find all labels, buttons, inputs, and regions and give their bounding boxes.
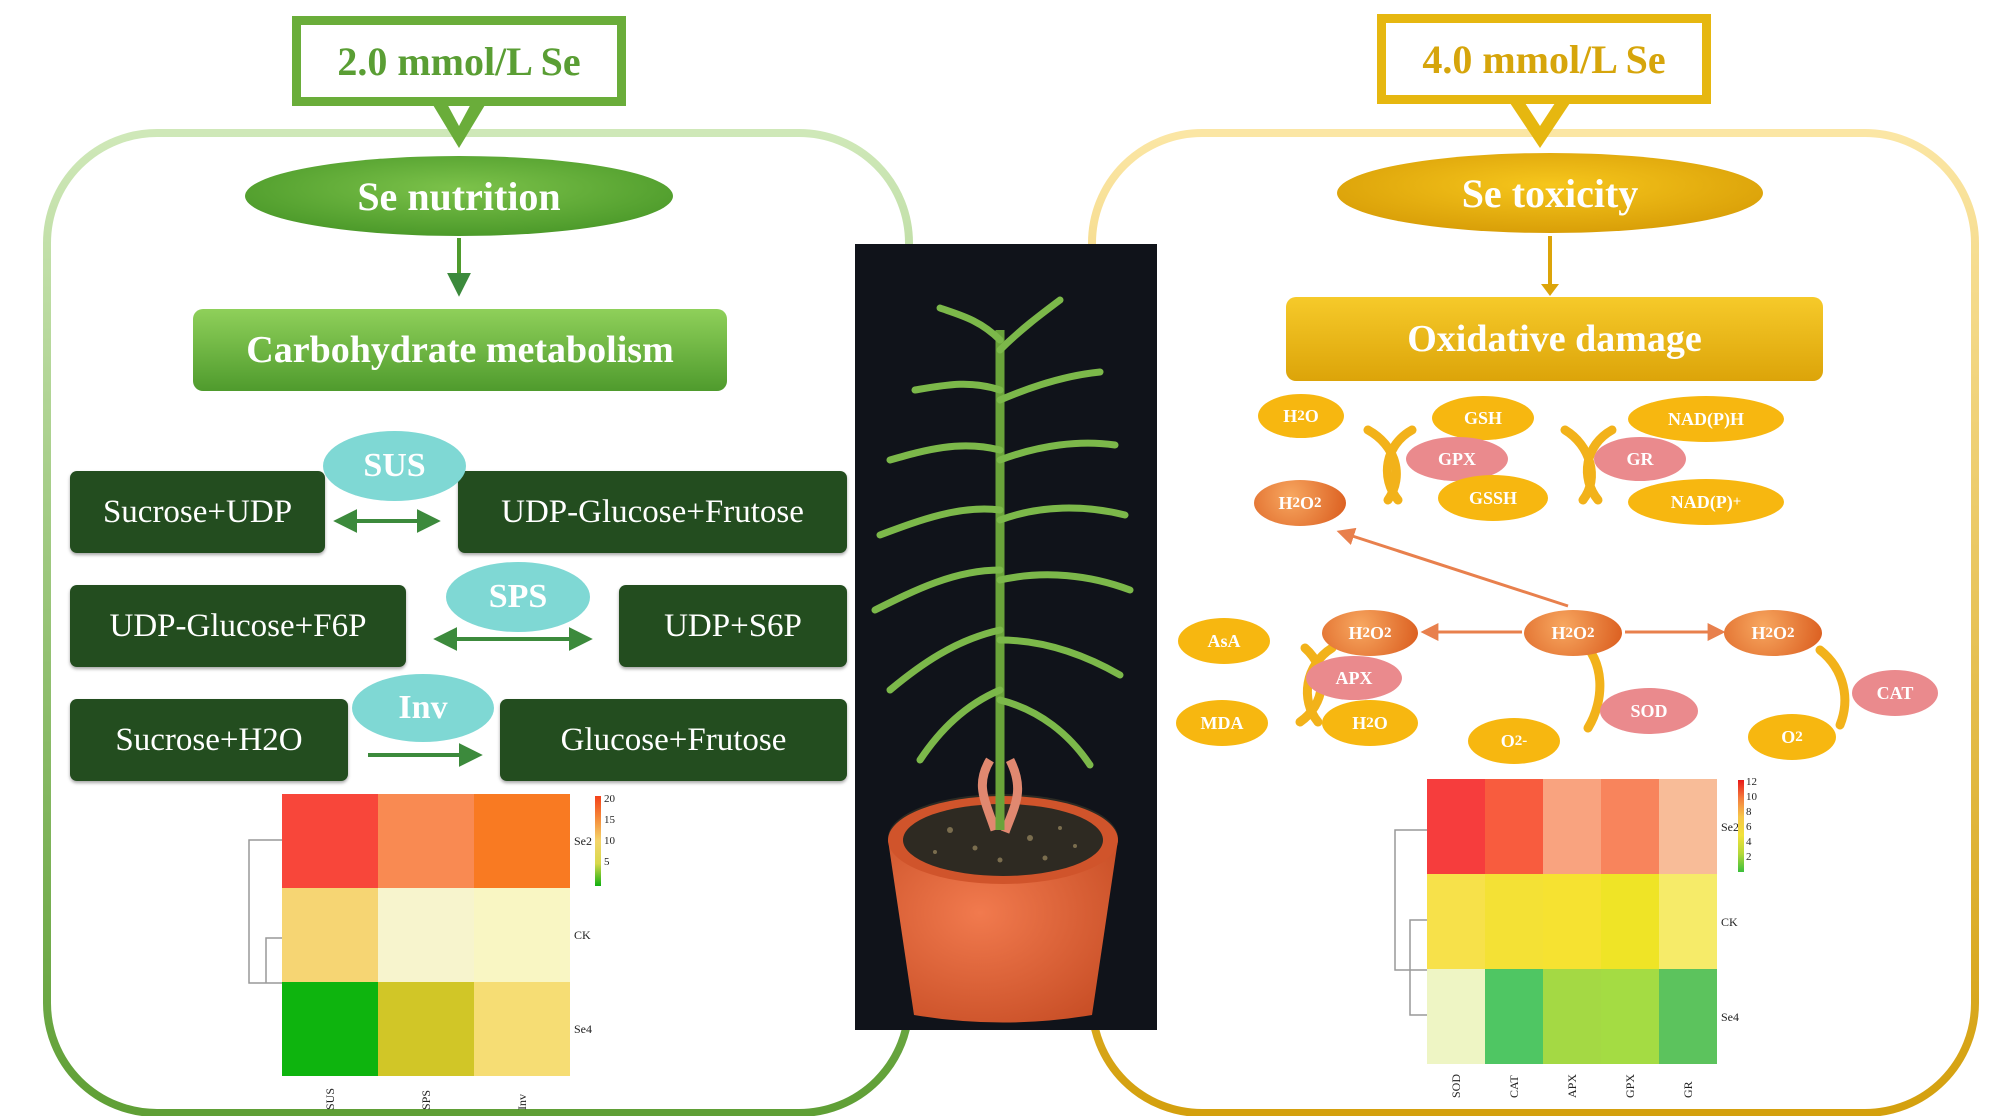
cat-enzyme-node: CAT: [1852, 670, 1938, 716]
nadp-node: NAD(P)+: [1628, 479, 1784, 525]
right-heatmap-cell: [1659, 874, 1717, 969]
plant-illustration: [871, 296, 1134, 1023]
right-heatmap-legend-tick: 12: [1746, 776, 1757, 788]
right-heatmap-cell: [1427, 874, 1485, 969]
gsh-node: GSH: [1432, 396, 1534, 440]
right-heatmap-row-label: Se4: [1721, 1009, 1739, 1024]
right-heatmap-row-label: CK: [1721, 914, 1738, 929]
left-dose-label: 2.0 mmol/L Se: [337, 38, 581, 84]
left-heatmap-cell: [282, 888, 378, 982]
se-toxicity-label: Se toxicity: [1461, 170, 1639, 216]
right-heatmap-cell: [1659, 969, 1717, 1064]
carbohydrate-metabolism-label: Carbohydrate metabolism: [246, 329, 674, 371]
right-heatmap-legend-tick: 2: [1746, 851, 1752, 863]
left-heatmap-legend-tick: 10: [604, 835, 615, 847]
gr-enzyme-node: GR: [1594, 437, 1686, 481]
right-heatmap-legend-tick: 4: [1746, 836, 1752, 848]
right-heatmap-cell: [1427, 779, 1485, 874]
sps-product-box: UDP+S6P: [619, 585, 847, 667]
sus-substrate-box: Sucrose+UDP: [70, 471, 325, 553]
left-dose-box: 2.0 mmol/L Se: [292, 16, 626, 106]
left-heatmap-legend-ticks: 20 15 10 5: [604, 793, 634, 883]
right-dose-box: 4.0 mmol/L Se: [1377, 14, 1711, 104]
left-heatmap-cell: [474, 888, 570, 982]
right-heatmap-legend-tick: 8: [1746, 806, 1752, 818]
left-heatmap-column-label: SUS: [323, 1087, 337, 1110]
left-heatmap-row-label: CK: [574, 928, 591, 942]
left-heatmap-cell: [282, 794, 378, 888]
right-heatmap-legend: [1738, 780, 1744, 872]
right-dose-label: 4.0 mmol/L Se: [1422, 36, 1666, 82]
right-heatmap-cell: [1543, 969, 1601, 1064]
left-heatmap-cell: [474, 982, 570, 1076]
right-heatmap-cell: [1601, 874, 1659, 969]
right-heatmap-cell: [1543, 779, 1601, 874]
oxidative-damage-label: Oxidative damage: [1407, 318, 1702, 360]
right-heatmap-legend-ticks: 12 10 8 6 4 2: [1746, 776, 1776, 872]
inv-product-box: Glucose+Frutose: [500, 699, 847, 781]
right-heatmap-row-label: Se2: [1721, 819, 1739, 834]
left-heatmap-legend: [595, 796, 601, 886]
right-heatmap-legend-tick: 6: [1746, 821, 1752, 833]
right-heatmap-cell: [1485, 969, 1543, 1064]
right-heatmap-cell: [1659, 779, 1717, 874]
right-heatmap-column-label: CAT: [1507, 1075, 1521, 1098]
right-heatmap-cell: [1601, 969, 1659, 1064]
left-heatmap-cell: [378, 794, 474, 888]
right-heatmap-column-label: APX: [1565, 1073, 1579, 1098]
mda-node: MDA: [1176, 700, 1268, 746]
left-heatmap-row-label: Se2: [574, 834, 592, 848]
nadph-node: NAD(P)H: [1628, 396, 1784, 442]
left-heatmap-cell: [378, 888, 474, 982]
left-heatmap-cell: [282, 982, 378, 1076]
inv-substrate-box: Sucrose+H2O: [70, 699, 348, 781]
left-heatmap-legend-tick: 15: [604, 814, 615, 826]
sod-enzyme-node: SOD: [1600, 688, 1698, 734]
left-heatmap-column-label: SPS: [419, 1089, 433, 1110]
left-heatmap-column-label: Inv: [515, 1094, 529, 1110]
sus-enzyme-label: SUS: [323, 431, 466, 501]
left-heatmap-legend-tick: 5: [604, 856, 610, 868]
right-heatmap-cell: [1601, 779, 1659, 874]
right-heatmap-cell: [1427, 969, 1485, 1064]
asa-node: AsA: [1178, 618, 1270, 664]
sps-substrate-box: UDP-Glucose+F6P: [70, 585, 406, 667]
inv-enzyme-label: Inv: [352, 674, 494, 742]
right-heatmap-cell: [1485, 874, 1543, 969]
gssh-node: GSSH: [1438, 475, 1548, 521]
right-heatmap-column-label: GR: [1681, 1081, 1695, 1098]
apx-enzyme-node: APX: [1306, 656, 1402, 700]
left-heatmap-row-label: Se4: [574, 1022, 592, 1036]
left-heatmap-cell: [474, 794, 570, 888]
sus-product-box: UDP-Glucose+Frutose: [458, 471, 847, 553]
sps-enzyme-label: SPS: [446, 562, 590, 632]
left-heatmap-cell: [378, 982, 474, 1076]
right-heatmap-legend-tick: 10: [1746, 791, 1757, 803]
right-heatmap-column-label: SOD: [1449, 1073, 1463, 1098]
se-nutrition-label: Se nutrition: [357, 173, 561, 219]
right-heatmap-column-label: GPX: [1623, 1073, 1637, 1098]
gpx-enzyme-node: GPX: [1406, 437, 1508, 481]
right-heatmap-cell: [1485, 779, 1543, 874]
left-heatmap-legend-tick: 20: [604, 793, 615, 805]
right-heatmap-cell: [1543, 874, 1601, 969]
